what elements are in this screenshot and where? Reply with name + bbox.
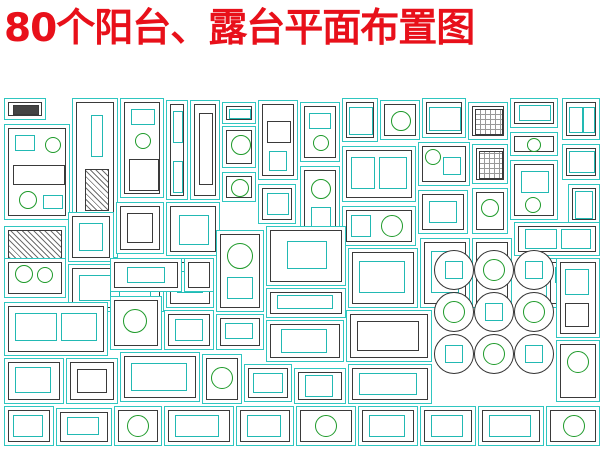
plan-drawing [166,100,188,200]
plan-drawing [342,98,378,142]
plan-drawing [120,352,200,402]
plan-drawing [4,302,108,356]
plan-drawing [222,126,256,168]
plan-drawing [472,188,508,234]
plan-drawing [114,406,162,446]
cad-drawing-sheet [0,62,604,450]
plan-drawing [222,102,256,124]
plan-drawing [266,226,346,286]
plan-drawing [266,320,344,362]
round-plan-drawing [474,334,514,374]
plan-drawing [342,146,416,202]
plan-drawing [68,212,114,262]
plan-drawing [562,144,600,180]
plan-drawing [420,406,476,446]
plan-drawing [166,202,220,256]
plan-drawing [66,358,118,404]
plan-drawing [472,144,508,184]
page-title: 80个阳台、露台平面布置图 [4,6,475,51]
plan-drawing [346,310,432,362]
plan-drawing [294,368,346,404]
plan-drawing [184,258,214,292]
plan-drawing [120,98,164,198]
round-plan-drawing [514,334,554,374]
plan-drawing [380,100,420,140]
plan-drawing [418,142,470,186]
plan-drawing [216,230,264,312]
plan-drawing [4,358,64,404]
title-banner: 80个阳台、露台平面布置图 [0,0,604,60]
plan-drawing [510,98,558,128]
plan-drawing [116,202,164,254]
plan-drawing [216,314,264,350]
plan-drawing [4,258,66,298]
plan-drawing [342,206,416,246]
plan-drawing [244,364,292,402]
plan-drawing [164,406,234,446]
round-plan-drawing [474,292,514,332]
plan-drawing [568,184,600,224]
plan-drawing [556,258,600,338]
plan-drawing [422,98,466,138]
round-plan-drawing [434,334,474,374]
plan-drawing [348,364,432,404]
plan-drawing [546,406,600,446]
plan-drawing [4,406,54,446]
plan-drawing [510,160,558,220]
plan-drawing [236,406,294,446]
plan-drawing [418,190,468,234]
plan-drawing [296,406,356,446]
plan-drawing [258,184,296,224]
plan-drawing [56,408,112,446]
round-plan-drawing [514,250,554,290]
plan-drawing [4,124,70,220]
plan-drawing [110,296,162,350]
plan-drawing [222,172,256,202]
plan-drawing [190,100,220,200]
plan-drawing [510,132,558,156]
plan-drawing [110,258,182,292]
plan-drawing [562,98,600,140]
round-plan-drawing [514,292,554,332]
plan-drawing [266,288,346,318]
plan-drawing [300,166,340,236]
plan-drawing [4,98,46,120]
plan-drawing [348,248,418,308]
round-plan-drawing [434,250,474,290]
plan-drawing [164,310,214,350]
plan-drawing [478,406,544,446]
plan-drawing [202,354,242,404]
round-plan-drawing [474,250,514,290]
round-plan-drawing [434,292,474,332]
plan-drawing [258,100,298,180]
plan-drawing [358,406,418,446]
plan-drawing [556,340,600,402]
plan-drawing [300,102,340,162]
plan-drawing [468,102,508,140]
